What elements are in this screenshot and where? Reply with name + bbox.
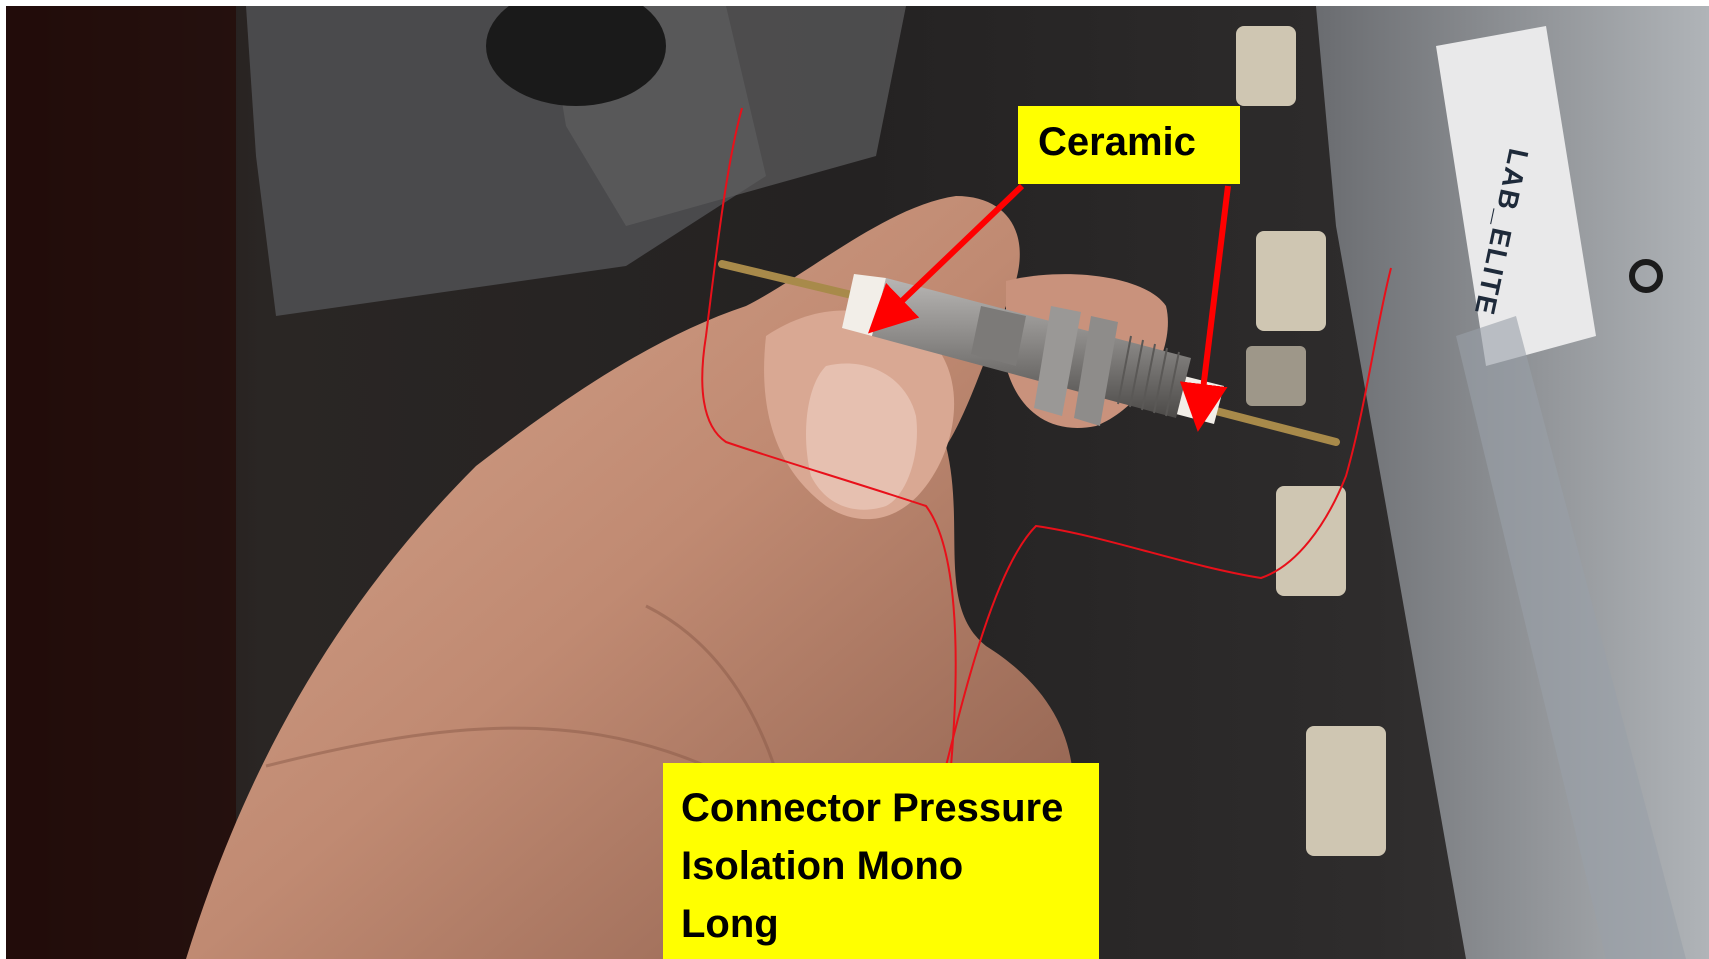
photo-scene	[6, 6, 1709, 959]
connector-callout: Connector Pressure Isolation Mono Long	[663, 763, 1099, 959]
outline-left	[701, 107, 957, 767]
hex-nut	[971, 306, 1026, 366]
outline-right	[945, 267, 1392, 767]
photo: LAB_ELITE	[6, 6, 1709, 959]
thread	[1117, 335, 1180, 417]
ceramic-callout: Ceramic	[1018, 106, 1240, 184]
skin-crease	[265, 726, 707, 768]
flange-1	[1034, 306, 1081, 416]
arrow-icon	[867, 183, 1025, 334]
red-shadow-left	[6, 6, 236, 959]
arrow-icon	[1179, 185, 1231, 432]
panel-strip	[1456, 316, 1686, 959]
flange-2	[1074, 316, 1118, 426]
panel-hole	[1629, 259, 1663, 293]
thumbnail	[806, 363, 917, 510]
equipment-label-plate	[1436, 26, 1596, 366]
metal-body	[872, 278, 1191, 418]
brass-pin-right	[1212, 407, 1340, 446]
brass-pin-left	[718, 260, 860, 300]
rail-connectors	[1236, 26, 1386, 856]
dark-round-object	[486, 6, 666, 106]
